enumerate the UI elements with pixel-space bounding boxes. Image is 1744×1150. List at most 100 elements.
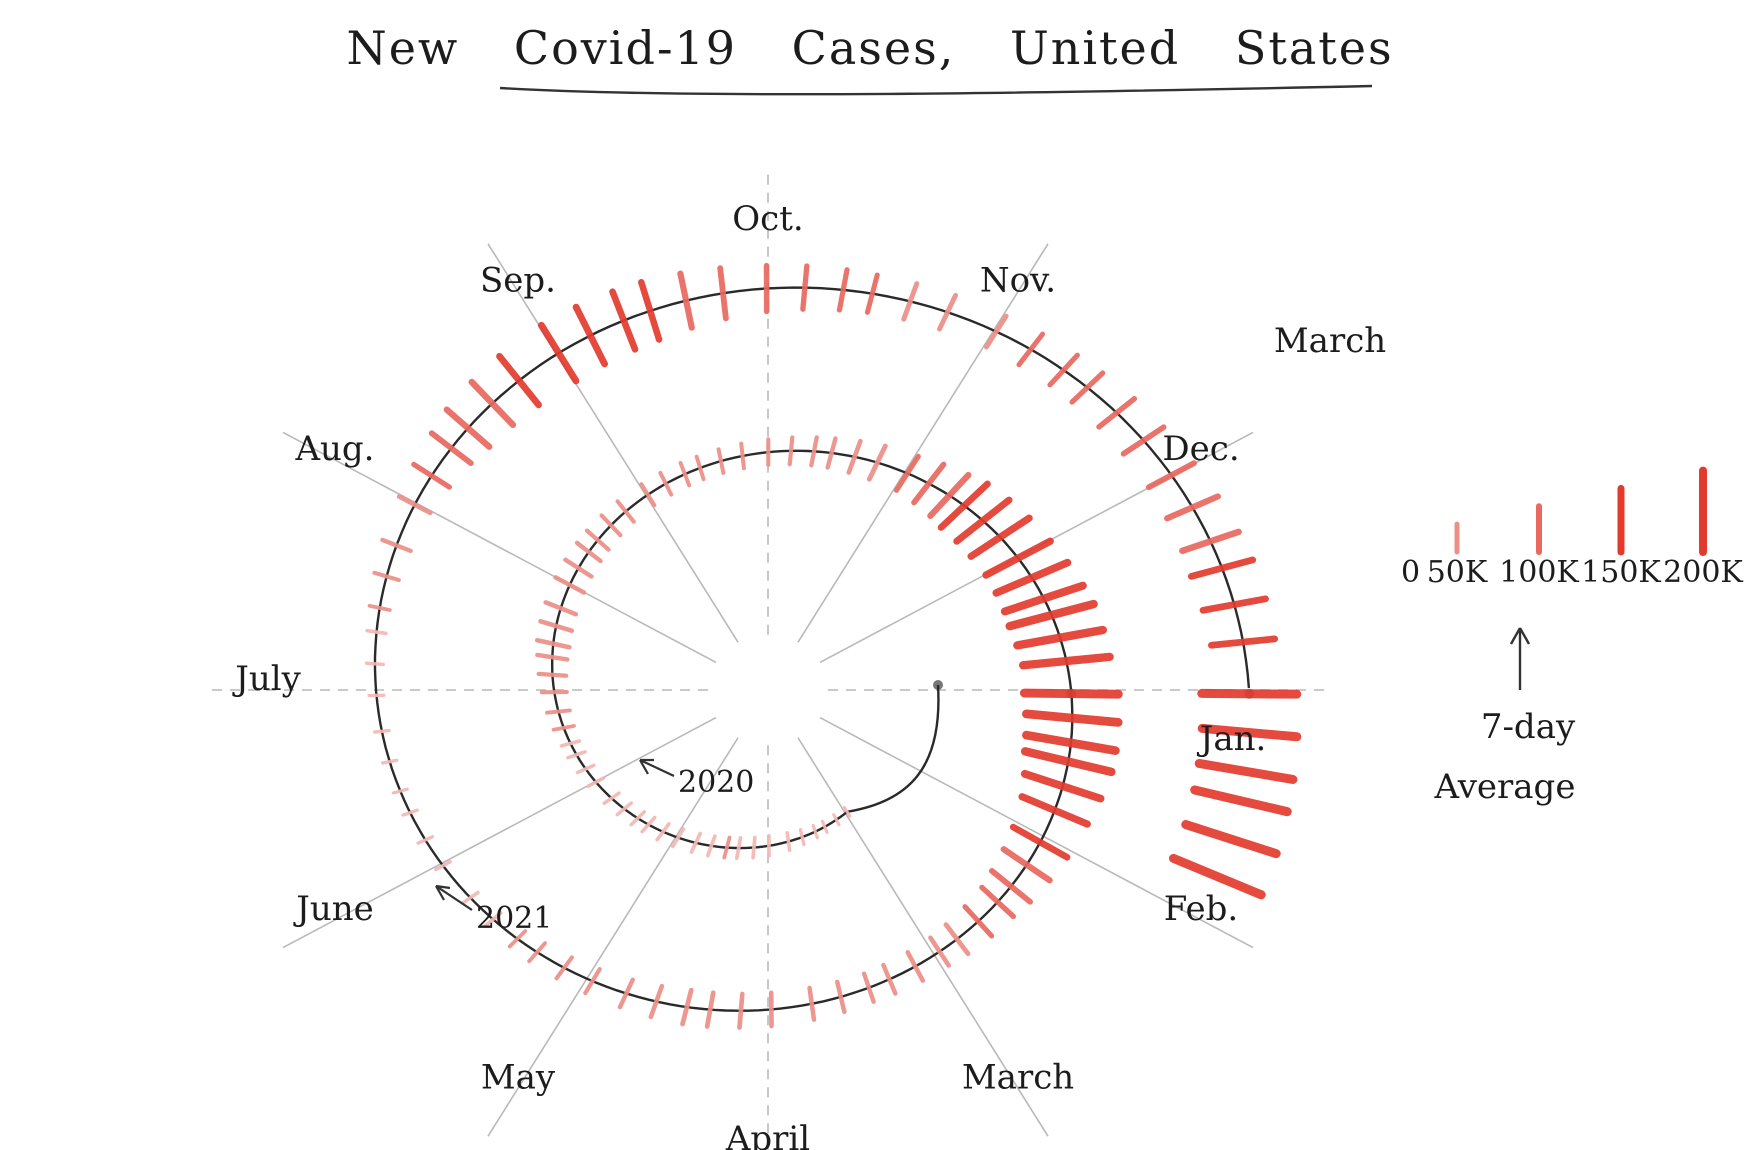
- case-mark-2021-7-1: [648, 983, 665, 1020]
- title-underline: [499, 84, 1373, 96]
- case-mark-2021-9-2: [461, 890, 480, 905]
- month-label-march-2022: March: [1274, 321, 1386, 361]
- case-mark-2021-21-0: [1069, 370, 1106, 405]
- case-mark-next-0-0: [1197, 688, 1302, 699]
- case-mark-2020-7-2: [545, 708, 572, 715]
- case-mark-2020-17-0: [937, 480, 991, 531]
- case-mark-2020-14-2: [809, 435, 819, 468]
- case-mark-2020-6-1: [575, 763, 596, 775]
- case-mark-2021-15-0: [443, 406, 493, 450]
- case-mark-2020-11-1: [599, 513, 623, 538]
- case-mark-2020-7-0: [559, 739, 582, 748]
- case-mark-2020-1-2: [785, 831, 792, 853]
- case-mark-next-0-2: [1194, 758, 1298, 784]
- case-mark-2020-7-1: [551, 724, 576, 732]
- case-mark-2021-22-2: [1179, 528, 1242, 555]
- spoke-8: [282, 431, 717, 664]
- case-mark-next-1-1: [1181, 820, 1281, 859]
- case-mark-2021-15-2: [496, 352, 542, 409]
- case-mark-2021-16-2: [609, 288, 639, 353]
- month-labels: Jan.Feb.MarchAprilMayJuneJulyAug.Sep.Oct…: [232, 199, 1386, 1150]
- case-mark-2020-15-0: [825, 436, 838, 470]
- case-mark-2021-23-0: [1187, 556, 1257, 580]
- case-mark-2021-19-0: [864, 272, 880, 315]
- case-mark-2021-5-1: [835, 979, 847, 1015]
- case-mark-2021-9-0: [507, 929, 528, 949]
- month-label-5: May: [481, 1057, 556, 1097]
- case-mark-2021-8-2: [527, 941, 547, 964]
- case-mark-2021-17-2: [717, 265, 729, 322]
- case-mark-2021-13-0: [367, 603, 392, 612]
- case-mark-2021-5-2: [807, 985, 817, 1022]
- case-mark-2021-10-2: [401, 808, 419, 817]
- case-mark-2020-2-1: [751, 835, 757, 860]
- case-mark-2021-12-1: [364, 661, 386, 667]
- case-mark-2021-2-2: [989, 868, 1033, 905]
- case-mark-2020-0-1: [832, 813, 841, 827]
- case-mark-2021-10-1: [416, 835, 435, 845]
- case-mark-2020-9-0: [534, 637, 572, 650]
- case-mark-2021-8-0: [583, 967, 602, 996]
- case-mark-2020-13-0: [694, 454, 706, 482]
- case-mark-2021-23-1: [1199, 595, 1269, 614]
- case-mark-2021-0-1: [1022, 709, 1123, 727]
- case-mark-2020-16-1: [911, 461, 947, 506]
- case-mark-2021-4-1: [905, 950, 926, 983]
- case-mark-2020-19-0: [1005, 599, 1098, 631]
- month-label-12: Dec.: [1162, 429, 1239, 469]
- case-mark-2020-14-1: [787, 435, 795, 467]
- case-mark-2021-1-1: [1020, 769, 1105, 803]
- case-mark-2021-19-2: [937, 292, 959, 332]
- case-mark-2021-3-0: [979, 884, 1017, 920]
- case-mark-2020-0-0: [842, 805, 852, 818]
- legend-label-4: 200K: [1663, 555, 1743, 590]
- legend-note-line-2: Average: [1434, 767, 1576, 807]
- spoke-11: [797, 243, 1049, 643]
- case-mark-2020-17-2: [967, 514, 1033, 560]
- case-mark-2020-13-2: [739, 441, 746, 471]
- case-mark-2021-21-1: [1096, 396, 1138, 430]
- legend-label-2: 100K: [1499, 555, 1579, 590]
- case-mark-2021-1-0: [1020, 747, 1116, 777]
- case-mark-2020-18-0: [982, 537, 1054, 579]
- case-mark-2021-9-1: [483, 911, 503, 928]
- case-mark-2020-6-0: [586, 776, 606, 788]
- case-mark-2020-5-1: [615, 801, 633, 817]
- legend-note-line-1: 7-day: [1481, 707, 1576, 747]
- case-mark-2020-4-2: [640, 815, 657, 834]
- case-mark-2020-16-0: [893, 453, 921, 493]
- case-mark-2020-5-2: [602, 791, 621, 806]
- case-mark-2021-20-1: [1016, 331, 1046, 368]
- case-mark-2021-5-0: [861, 971, 876, 1004]
- case-mark-2020-9-1: [538, 618, 575, 633]
- case-mark-2021-14-0: [396, 494, 433, 516]
- case-mark-2021-21-2: [1120, 424, 1167, 457]
- spoke-9: [487, 243, 739, 643]
- spiral-path: [373, 286, 1251, 1012]
- case-mark-2021-15-1: [468, 378, 517, 429]
- case-mark-2021-8-1: [554, 955, 574, 981]
- case-mark-2020-3-0: [722, 835, 732, 860]
- case-mark-next-1-2: [1168, 853, 1266, 900]
- case-mark-2021-11-2: [373, 728, 391, 734]
- case-mark-2020-4-1: [655, 822, 671, 842]
- case-mark-2020-11-2: [615, 499, 636, 524]
- spoke-2: [819, 716, 1254, 949]
- case-mark-2021-6-1: [737, 991, 745, 1030]
- legend-arrow: [1509, 627, 1531, 690]
- month-label-4: April: [725, 1119, 810, 1150]
- case-mark-2020-0-2: [820, 819, 829, 834]
- case-mark-2021-0-0: [1019, 688, 1123, 699]
- month-label-1: Jan.: [1197, 719, 1267, 759]
- case-mark-2020-2-2: [734, 836, 743, 860]
- case-mark-2021-17-0: [638, 278, 663, 343]
- case-mark-2020-15-1: [846, 438, 863, 475]
- case-mark-2020-10-0: [553, 575, 587, 595]
- case-mark-2020-4-0: [670, 827, 686, 849]
- case-mark-2021-11-0: [391, 787, 409, 795]
- case-mark-2021-20-2: [1047, 352, 1080, 388]
- case-mark-2021-7-0: [680, 987, 694, 1027]
- case-marks: [364, 262, 1302, 1030]
- case-mark-2021-16-1: [572, 303, 608, 368]
